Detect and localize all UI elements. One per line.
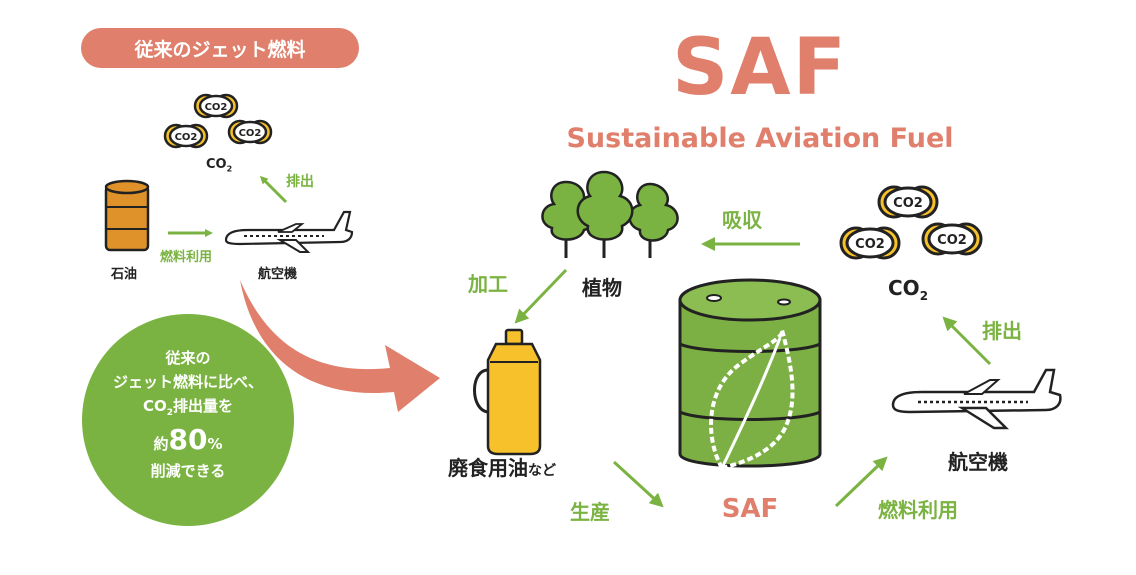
co2-bubble-text: CO2 xyxy=(855,237,885,252)
co2-bubble-text: CO2 xyxy=(175,132,198,143)
reduction-line-5: 削減できる xyxy=(150,462,226,480)
emit-arrow xyxy=(942,316,992,366)
co2-bubble-text: CO2 xyxy=(239,128,262,139)
co2-molecule-icon: CO2 xyxy=(877,185,939,219)
co2-molecule-icon: CO2 xyxy=(193,93,239,119)
co2-molecule-icon: CO2 xyxy=(163,123,209,149)
oil-barrel-icon xyxy=(104,179,150,252)
plant-label: 植物 xyxy=(582,276,622,300)
emit-label: 排出 xyxy=(982,319,1022,343)
co2-molecule-icon: CO2 xyxy=(921,222,983,256)
right-co2-bubbles: CO2 CO2 CO2 xyxy=(839,185,983,260)
saf-barrel-icon xyxy=(678,278,822,471)
produce-arrow xyxy=(612,460,664,508)
reduction-text: 従来の ジェット燃料に比べ、 CO2排出量を 約80% 削減できる xyxy=(82,346,294,483)
fuel-use-label: 燃料利用 xyxy=(878,498,958,522)
co2-subscript: 2 xyxy=(919,289,929,303)
page-title: SAF xyxy=(672,23,848,113)
waste-oil-main: 廃食用油 xyxy=(448,456,528,480)
co2-bubble-text: CO2 xyxy=(937,233,967,248)
percent-sign: % xyxy=(207,435,223,453)
reduction-line-3-rest: 排出量を xyxy=(173,397,234,415)
reduction-percent-value: 80 xyxy=(168,423,208,456)
approx-text: 約 xyxy=(153,435,169,453)
reduction-circle xyxy=(82,314,294,526)
leaf-icon xyxy=(709,329,795,471)
right-plane-label: 航空機 xyxy=(948,450,1008,474)
waste-oil-suffix: など xyxy=(528,463,556,479)
reduction-line-1: 従来の xyxy=(165,349,211,367)
reduction-line-4: 約80% xyxy=(82,425,294,459)
reduction-line-2: ジェット燃料に比べ、 xyxy=(112,373,263,391)
right-co2-label: CO2 xyxy=(888,276,928,303)
waste-oil-label: 廃食用油など xyxy=(448,452,556,481)
co2-molecule-icon: CO2 xyxy=(839,226,901,260)
produce-label: 生産 xyxy=(570,500,610,524)
co2-bubble-text: CO2 xyxy=(205,102,228,113)
transition-arrow xyxy=(240,280,440,412)
co2-bubble-text: CO2 xyxy=(893,196,923,211)
left-co2-bubbles: CO2 CO2 CO2 xyxy=(163,93,273,149)
reduction-line-3: CO2排出量を xyxy=(82,394,294,425)
left-oil-label: 石油 xyxy=(111,267,138,282)
trees-icon xyxy=(541,170,679,258)
absorb-label: 吸収 xyxy=(722,208,762,232)
fuel-use-arrow xyxy=(834,456,888,508)
oil-bottle-icon xyxy=(473,328,542,456)
left-airplane-icon xyxy=(224,210,354,253)
left-fuel-use-label: 燃料利用 xyxy=(160,250,213,265)
right-airplane-icon xyxy=(891,368,1062,430)
process-label: 加工 xyxy=(468,272,508,296)
co2-subscript: 2 xyxy=(166,408,173,418)
co2-molecule-icon: CO2 xyxy=(227,119,273,145)
left-co2-label: CO2 xyxy=(206,157,232,174)
badge-label: 従来のジェット燃料 xyxy=(134,38,306,61)
left-plane-label: 航空機 xyxy=(258,267,298,282)
page-subtitle: Sustainable Aviation Fuel xyxy=(566,123,954,154)
process-arrow xyxy=(514,268,568,324)
co2-text: CO xyxy=(206,157,227,172)
left-emit-label: 排出 xyxy=(286,174,314,190)
saf-label: SAF xyxy=(721,494,779,524)
co2-text: CO xyxy=(142,397,167,415)
co2-subscript: 2 xyxy=(226,164,233,174)
co2-text: CO xyxy=(888,276,920,300)
left-emit-arrow xyxy=(259,175,288,204)
conventional-fuel-badge: 従来のジェット燃料 xyxy=(81,28,359,68)
